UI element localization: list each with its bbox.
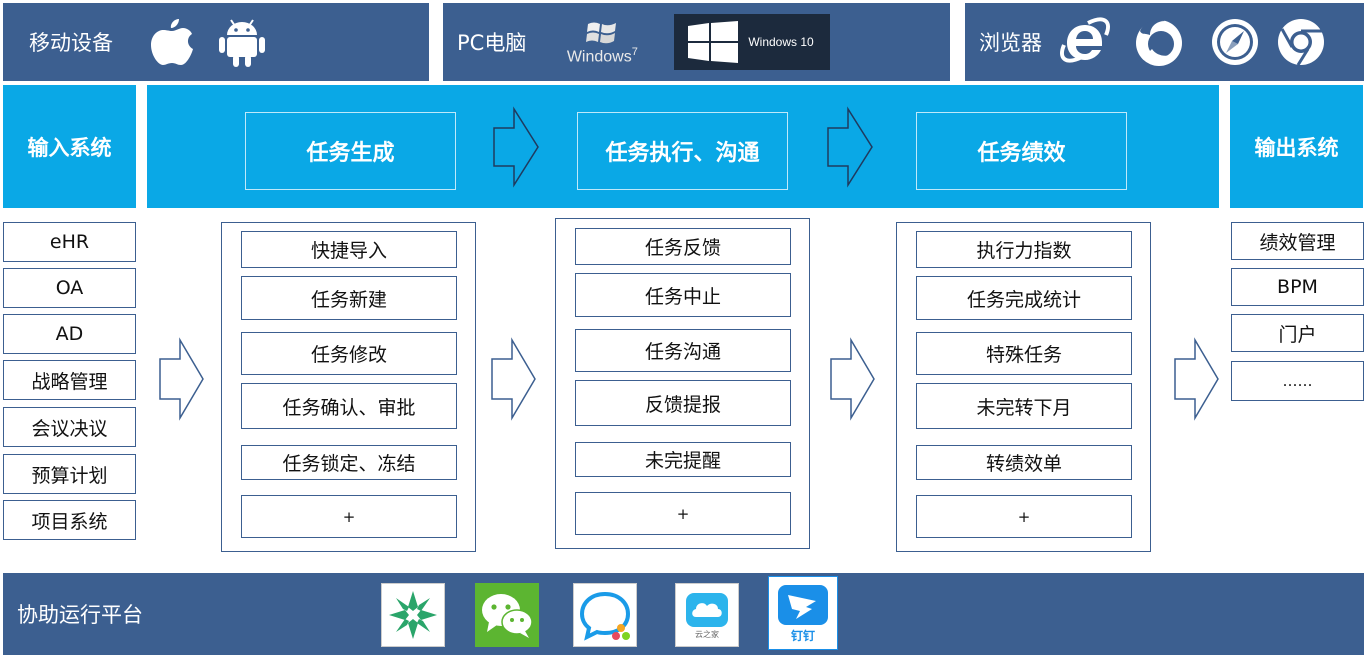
android-icon: [217, 15, 267, 69]
yunzhijia-caption: 云之家: [695, 629, 719, 639]
chrome-icon: [1274, 15, 1328, 69]
apple-icon: [149, 15, 195, 69]
pc-label: PC电脑: [457, 31, 527, 55]
task-performance-item: 特殊任务: [916, 332, 1132, 375]
task-execution-item: 任务沟通: [575, 329, 791, 372]
output-system-item: ……: [1231, 361, 1364, 401]
dingtalk-icon: 钉钉: [768, 576, 838, 650]
windows7-text: Windows: [566, 48, 632, 66]
output-system-item: BPM: [1231, 268, 1364, 306]
task-generation-item: 任务确认、审批: [241, 383, 457, 429]
task-generation-item: 任务修改: [241, 332, 457, 375]
task-generation-item: 快捷导入: [241, 231, 457, 268]
input-system-header: 输入系统: [3, 85, 136, 208]
app-green-star-icon: [381, 583, 445, 647]
pc-bar: PC电脑 Windows7 Windows 10: [443, 3, 950, 81]
task-performance-item: 任务完成统计: [916, 276, 1132, 320]
band-arrow-icon: [827, 106, 873, 188]
input-system-item: OA: [3, 268, 136, 308]
task-performance-add: +: [916, 495, 1132, 538]
support-platform-bar: 协助运行平台: [3, 573, 1364, 655]
input-system-item: 战略管理: [3, 360, 136, 400]
flow-arrow-icon: [1174, 337, 1219, 421]
safari-icon: [1208, 15, 1262, 69]
task-execution-item: 未完提醒: [575, 442, 791, 477]
browser-bar: 浏览器: [965, 3, 1364, 81]
task-execution-item: 反馈提报: [575, 380, 791, 426]
task-execution-item: 任务中止: [575, 273, 791, 317]
task-performance-item: 执行力指数: [916, 231, 1132, 268]
windows10-text: Windows 10: [748, 35, 814, 49]
output-system-item: 门户: [1231, 314, 1364, 352]
input-system-item: 预算计划: [3, 454, 136, 494]
support-platform-label: 协助运行平台: [17, 603, 143, 627]
task-performance-item: 转绩效单: [916, 445, 1132, 480]
stage-task-generation: 任务生成: [245, 112, 456, 190]
input-system-item: AD: [3, 314, 136, 354]
qq-chat-icon: [573, 583, 637, 647]
flow-arrow-icon: [830, 337, 875, 421]
input-system-item: 会议决议: [3, 407, 136, 447]
wechat-icon: [475, 583, 539, 647]
windows10-logo-icon: [688, 21, 739, 63]
task-execution-item: 任务反馈: [575, 228, 791, 265]
task-execution-add: +: [575, 492, 791, 535]
firefox-icon: [1132, 15, 1186, 69]
flow-arrow-icon: [491, 337, 536, 421]
mobile-devices-bar: 移动设备: [3, 3, 429, 81]
stage-task-execution: 任务执行、沟通: [577, 112, 788, 190]
flow-arrow-icon: [159, 337, 204, 421]
task-generation-item: 任务新建: [241, 276, 457, 320]
task-performance-item: 未完转下月: [916, 383, 1132, 429]
windows7-logo-icon: Windows7: [560, 18, 644, 66]
yunzhijia-icon: 云之家: [675, 583, 739, 647]
task-lifecycle-band: [147, 85, 1219, 208]
output-system-header: 输出系统: [1230, 85, 1363, 208]
windows7-version: 7: [631, 45, 638, 58]
task-generation-item: 任务锁定、冻结: [241, 445, 457, 480]
band-arrow-icon: [493, 106, 539, 188]
output-system-item: 绩效管理: [1231, 222, 1364, 260]
dingtalk-caption: 钉钉: [790, 628, 815, 643]
input-system-item: eHR: [3, 222, 136, 262]
browser-label: 浏览器: [979, 31, 1042, 55]
input-system-item: 项目系统: [3, 500, 136, 540]
ie-icon: [1058, 15, 1112, 69]
task-generation-add: +: [241, 495, 457, 538]
windows10-badge: Windows 10: [674, 14, 831, 70]
mobile-devices-label: 移动设备: [29, 31, 113, 55]
stage-task-performance: 任务绩效: [916, 112, 1127, 190]
